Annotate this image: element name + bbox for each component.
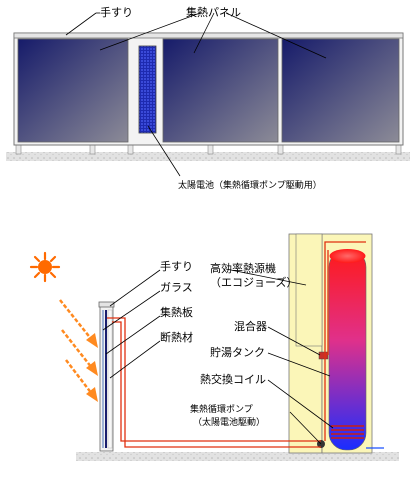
collector-plate (105, 310, 107, 448)
label-handrail: 手すり (160, 259, 193, 273)
label-heat-source-1: 高効率熱源機 (210, 261, 276, 275)
sunlight-arrow-icon (59, 299, 98, 402)
solar-panel-2 (162, 38, 279, 143)
label-pump-2: （太陽電池駆動） (193, 416, 265, 428)
pv-cell (138, 45, 157, 134)
label-mixer: 混合器 (234, 319, 267, 333)
label-heat-source-2: （エコジョーズ） (210, 275, 297, 289)
handrail-top (13, 32, 404, 39)
insulation-layer (107, 309, 113, 449)
mixer (318, 351, 329, 360)
label-insulation: 断熱材 (160, 330, 193, 344)
support-posts (15, 143, 402, 155)
top-front-view (6, 32, 410, 161)
collector-side-view (98, 301, 115, 452)
label-pv-cell: 太陽電池（集熱循環ポンプ駆動用） (178, 179, 322, 191)
heat-exchange-coil (331, 425, 364, 439)
solar-panel-1 (17, 38, 129, 143)
heat-source-unit (288, 233, 373, 454)
handrail-side (98, 301, 115, 308)
bottom-leaders (102, 268, 334, 445)
piping (107, 241, 366, 448)
label-top-solar-panel: 集熱パネル (186, 5, 241, 19)
storage-tank (328, 249, 367, 451)
label-glass: ガラス (160, 281, 193, 294)
label-heat-exchange-coil: 熱交換コイル (200, 372, 266, 386)
solar-panel-3 (281, 38, 400, 143)
top-leaders (65, 12, 327, 177)
glass-layer (102, 310, 104, 448)
ground (6, 152, 410, 161)
label-collector-plate: 集熱板 (160, 305, 193, 319)
label-pump-1: 集熱循環ポンプ (190, 403, 253, 415)
label-storage-tank: 貯湯タンク (210, 346, 265, 359)
label-top-handrail: 手すり (100, 5, 133, 19)
sun-icon (29, 251, 61, 283)
ground-bottom (76, 452, 399, 461)
